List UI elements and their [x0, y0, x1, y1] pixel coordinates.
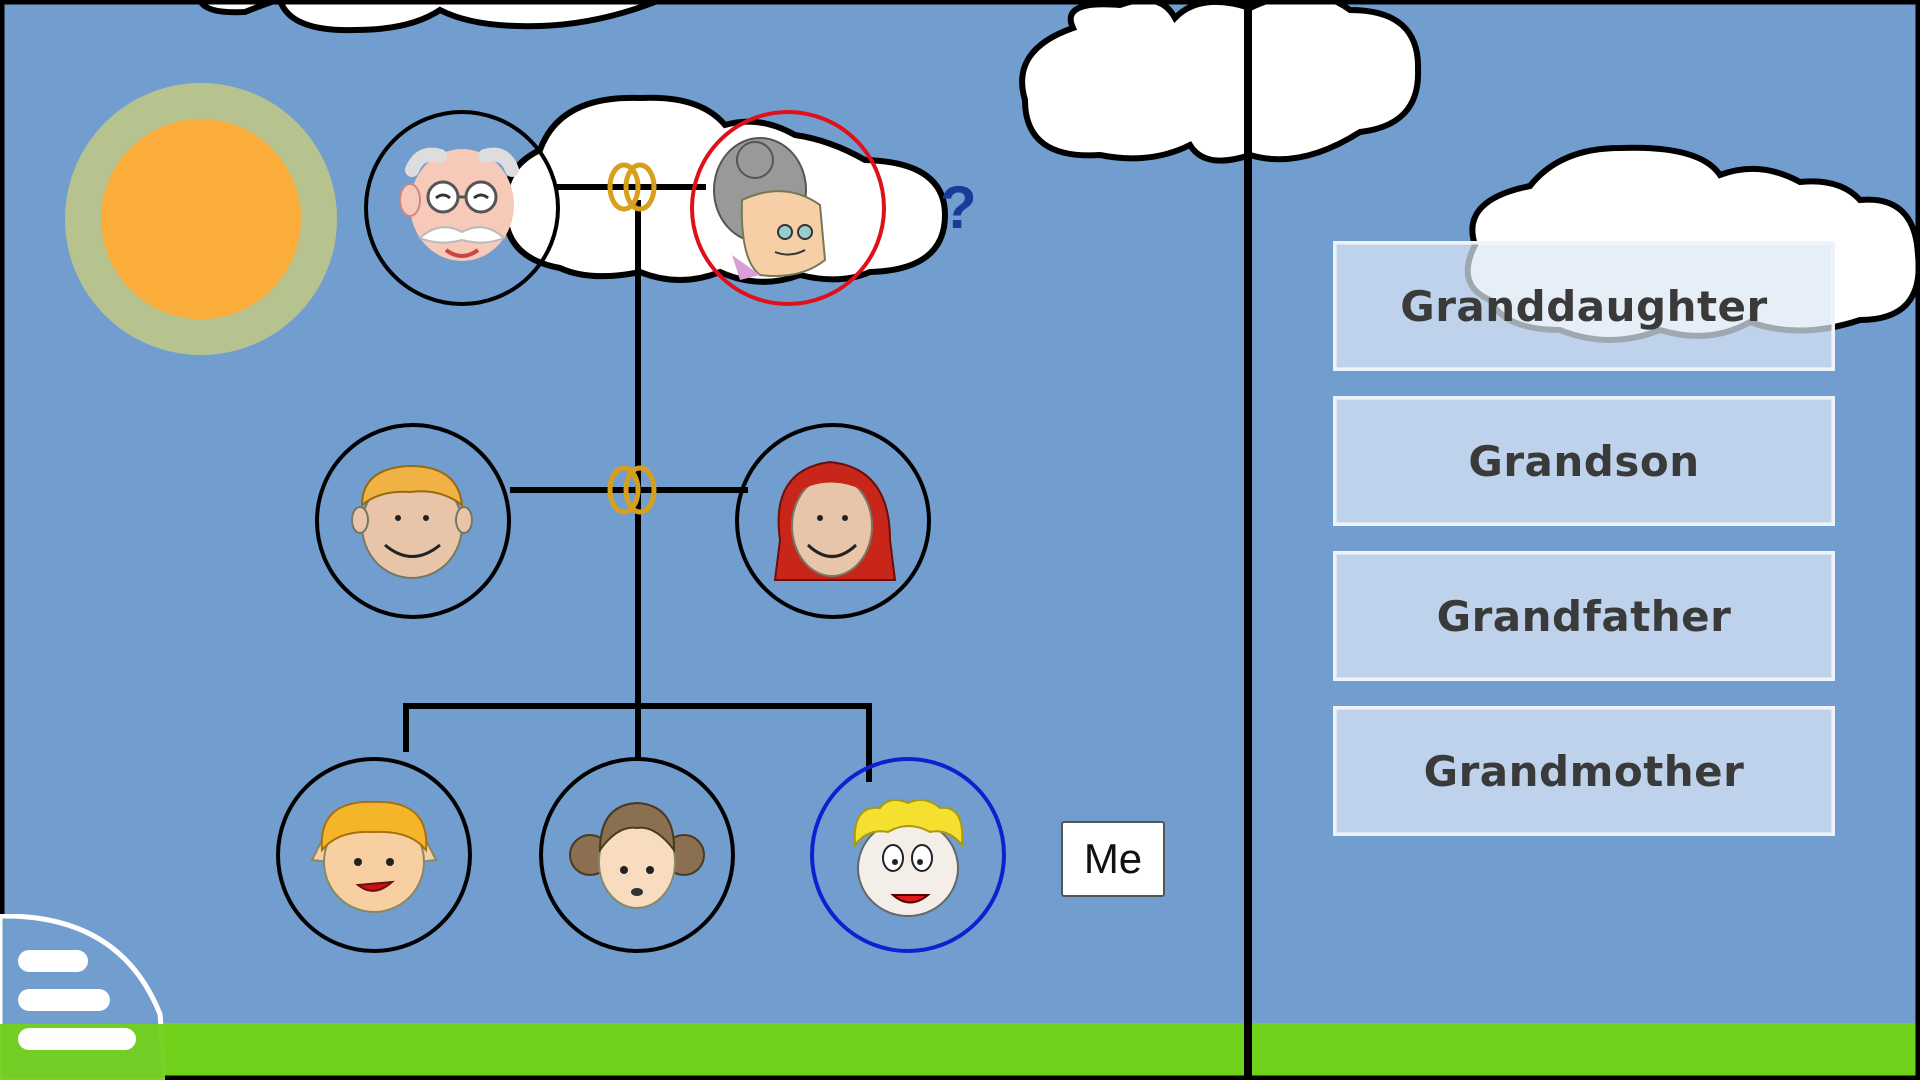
wedding-rings-icon — [607, 162, 657, 212]
answer-label: Grandfather — [1436, 591, 1732, 641]
grandfather-avatar[interactable] — [364, 110, 560, 306]
question-mark-icon: ? — [940, 174, 977, 241]
answer-button-grandmother[interactable]: Grandmother — [1333, 706, 1835, 836]
menu-button[interactable] — [0, 914, 165, 1080]
answer-label: Grandmother — [1423, 746, 1745, 796]
me-avatar[interactable] — [810, 757, 1006, 953]
answer-button-granddaughter[interactable]: Granddaughter — [1333, 241, 1835, 371]
brother-avatar[interactable] — [276, 757, 472, 953]
me-label-text: Me — [1083, 835, 1143, 882]
answer-button-grandson[interactable]: Grandson — [1333, 396, 1835, 526]
grandmother-avatar[interactable] — [690, 110, 886, 306]
cloud-top-right — [1019, 0, 1422, 164]
wedding-rings-icon — [607, 465, 657, 515]
panel-divider — [1244, 0, 1252, 1080]
answer-button-grandfather[interactable]: Grandfather — [1333, 551, 1835, 681]
cloud-top-left — [196, 0, 662, 34]
hamburger-menu-icon — [18, 950, 136, 1050]
me-label: Me — [1061, 821, 1165, 897]
answer-label: Granddaughter — [1400, 281, 1768, 331]
answer-label: Grandson — [1468, 436, 1700, 486]
father-avatar[interactable] — [315, 423, 511, 619]
tree-connectors — [403, 184, 872, 782]
grass-strip — [0, 1023, 1920, 1080]
sister-avatar[interactable] — [539, 757, 735, 953]
sun-icon — [65, 83, 337, 355]
mother-avatar[interactable] — [735, 423, 931, 619]
